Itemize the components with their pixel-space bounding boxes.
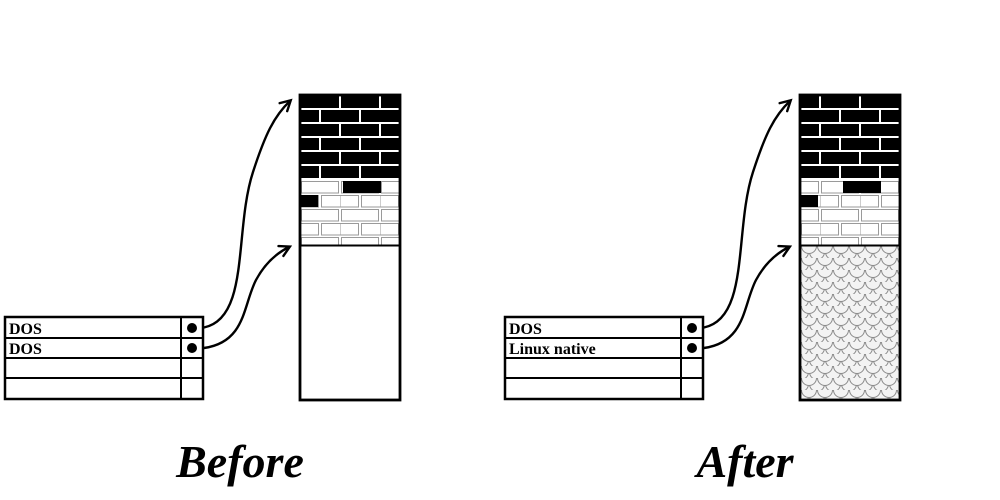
disk-dos-used-section [301, 96, 399, 180]
pointer-arrow [202, 98, 293, 329]
before-partition-table: DOS DOS [3, 315, 205, 401]
partition-row-label: DOS [509, 321, 542, 338]
disk-linux-native-section [801, 246, 899, 399]
after-disk [798, 93, 902, 402]
disk-outline [798, 93, 902, 402]
disk-outline [298, 93, 402, 402]
partition-row-label: DOS [9, 321, 42, 338]
pointer-arrow [202, 244, 293, 350]
pointer-arrow [702, 98, 793, 329]
partition-row-label: Linux native [509, 341, 596, 358]
disk-dos-used-section [801, 96, 899, 180]
pointer-dot [187, 323, 197, 333]
pointer-dot [187, 343, 197, 353]
partition-row-label: DOS [9, 341, 42, 358]
after-caption: After [693, 436, 794, 487]
stray-dos-block [301, 195, 318, 207]
before-group: DOS DOS Before [3, 93, 402, 487]
before-caption: Before [175, 436, 304, 487]
pointer-arrow [702, 244, 793, 350]
stray-dos-block [343, 181, 381, 193]
before-disk [298, 93, 402, 402]
pointer-dot [687, 343, 697, 353]
after-partition-table: DOS Linux native [503, 315, 705, 401]
after-group: DOS Linux native After [503, 93, 902, 487]
stray-dos-block [801, 195, 818, 207]
stray-dos-block [843, 181, 881, 193]
pointer-dot [687, 323, 697, 333]
